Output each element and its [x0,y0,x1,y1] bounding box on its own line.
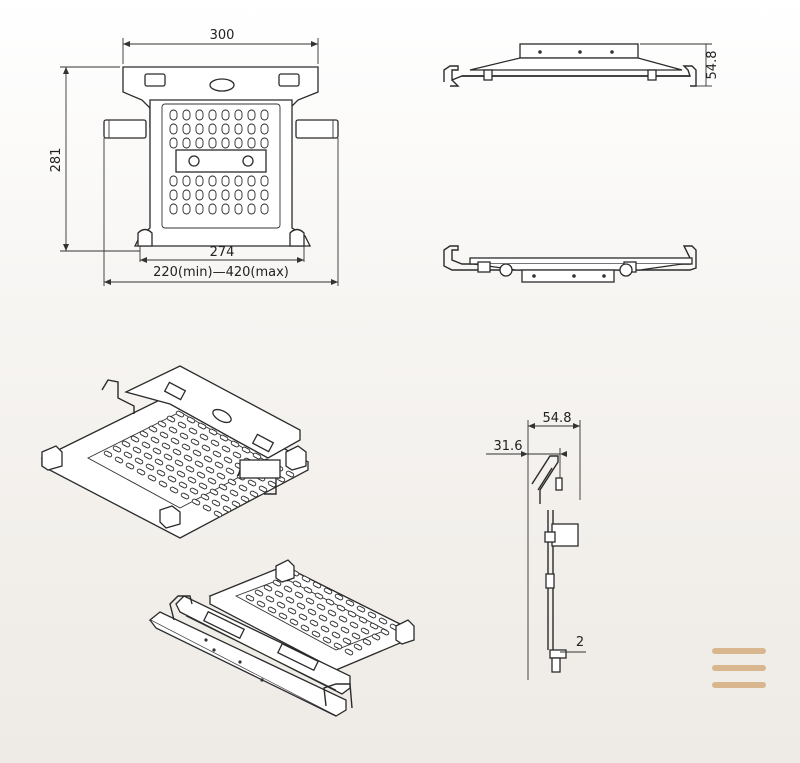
dim-bottom-width: 274 [210,245,235,260]
dim-profile-offset: 31.6 [494,439,523,454]
menu-bar [712,682,766,688]
dim-profile-width: 54.8 [543,411,572,426]
menu-bar [712,648,766,654]
menu-bar [712,665,766,671]
isometric-view-bottom [148,559,415,717]
isometric-view-top [40,365,310,539]
dim-top-width: 300 [210,28,235,43]
dim-height: 281 [49,148,64,173]
hamburger-menu-icon[interactable] [712,648,766,694]
dim-range: 220(min)—420(max) [153,265,289,280]
profile-view: 54.8 31.6 2 [486,411,586,680]
front-view: 300 281 274 [49,28,339,286]
dim-profile-small: 2 [576,635,584,650]
dim-side-height: 54.8 [705,51,720,80]
side-view-top: 54.8 [443,43,720,87]
side-view-bottom [443,245,697,283]
